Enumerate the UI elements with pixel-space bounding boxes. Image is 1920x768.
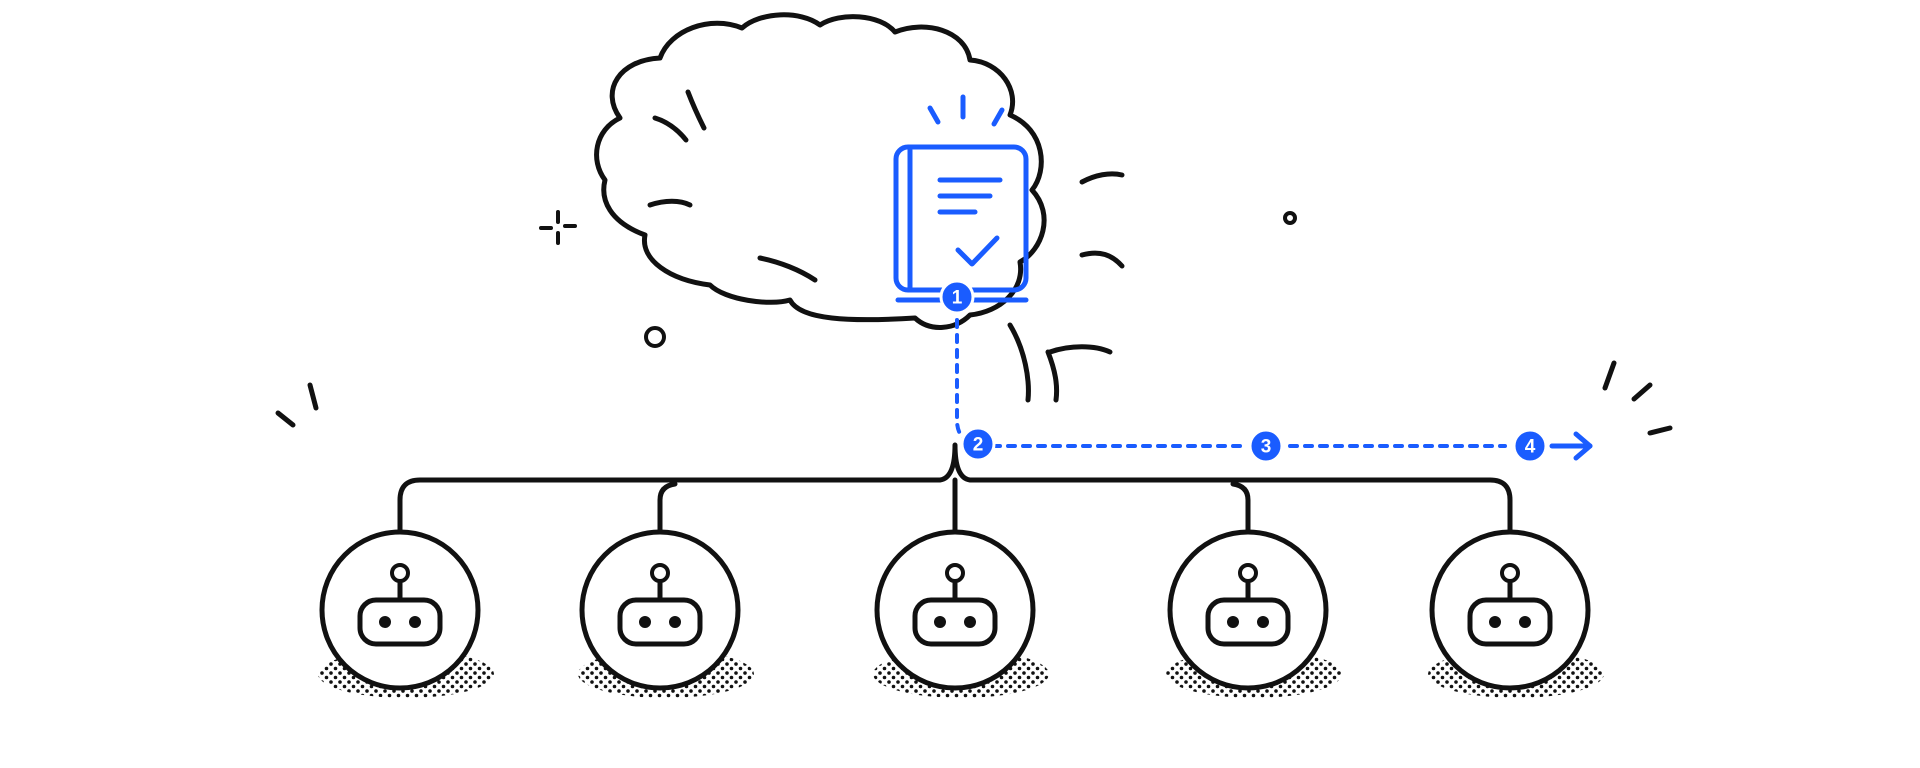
brain-icon [594, 12, 1125, 403]
arrow-right-icon [1549, 431, 1593, 461]
step-badge-label: 2 [973, 435, 984, 456]
step-badge-label: 1 [952, 288, 963, 309]
robot-icon [912, 563, 998, 647]
agent-circle [1429, 529, 1591, 691]
robot-icon [1205, 563, 1291, 647]
agent-circle [1167, 529, 1329, 691]
step-badge-4: 4 [1512, 428, 1548, 464]
checkmark-icon [955, 235, 1000, 267]
agent-row [318, 529, 1604, 698]
agent-circle [874, 529, 1036, 691]
step-badge-1: 1 [939, 279, 975, 315]
step-badge-2: 2 [960, 426, 996, 462]
agent-node [578, 529, 754, 698]
robot-icon [617, 563, 703, 647]
agent-node [1166, 529, 1342, 698]
agent-node [318, 529, 494, 698]
step-badge-3: 3 [1248, 428, 1284, 464]
sparkle-decorations [275, 210, 1673, 436]
checklist-document-icon [893, 144, 1029, 303]
step-badge-label: 3 [1261, 437, 1272, 458]
glow-lines [927, 94, 1005, 127]
agent-circle [319, 529, 481, 691]
agent-node [873, 529, 1049, 698]
step-badge-label: 4 [1525, 437, 1536, 458]
agent-node [1428, 529, 1604, 698]
agent-circle [579, 529, 741, 691]
flow-path [955, 318, 1593, 461]
connection-tree [397, 442, 1513, 533]
robot-icon [357, 563, 443, 647]
robot-icon [1467, 563, 1553, 647]
